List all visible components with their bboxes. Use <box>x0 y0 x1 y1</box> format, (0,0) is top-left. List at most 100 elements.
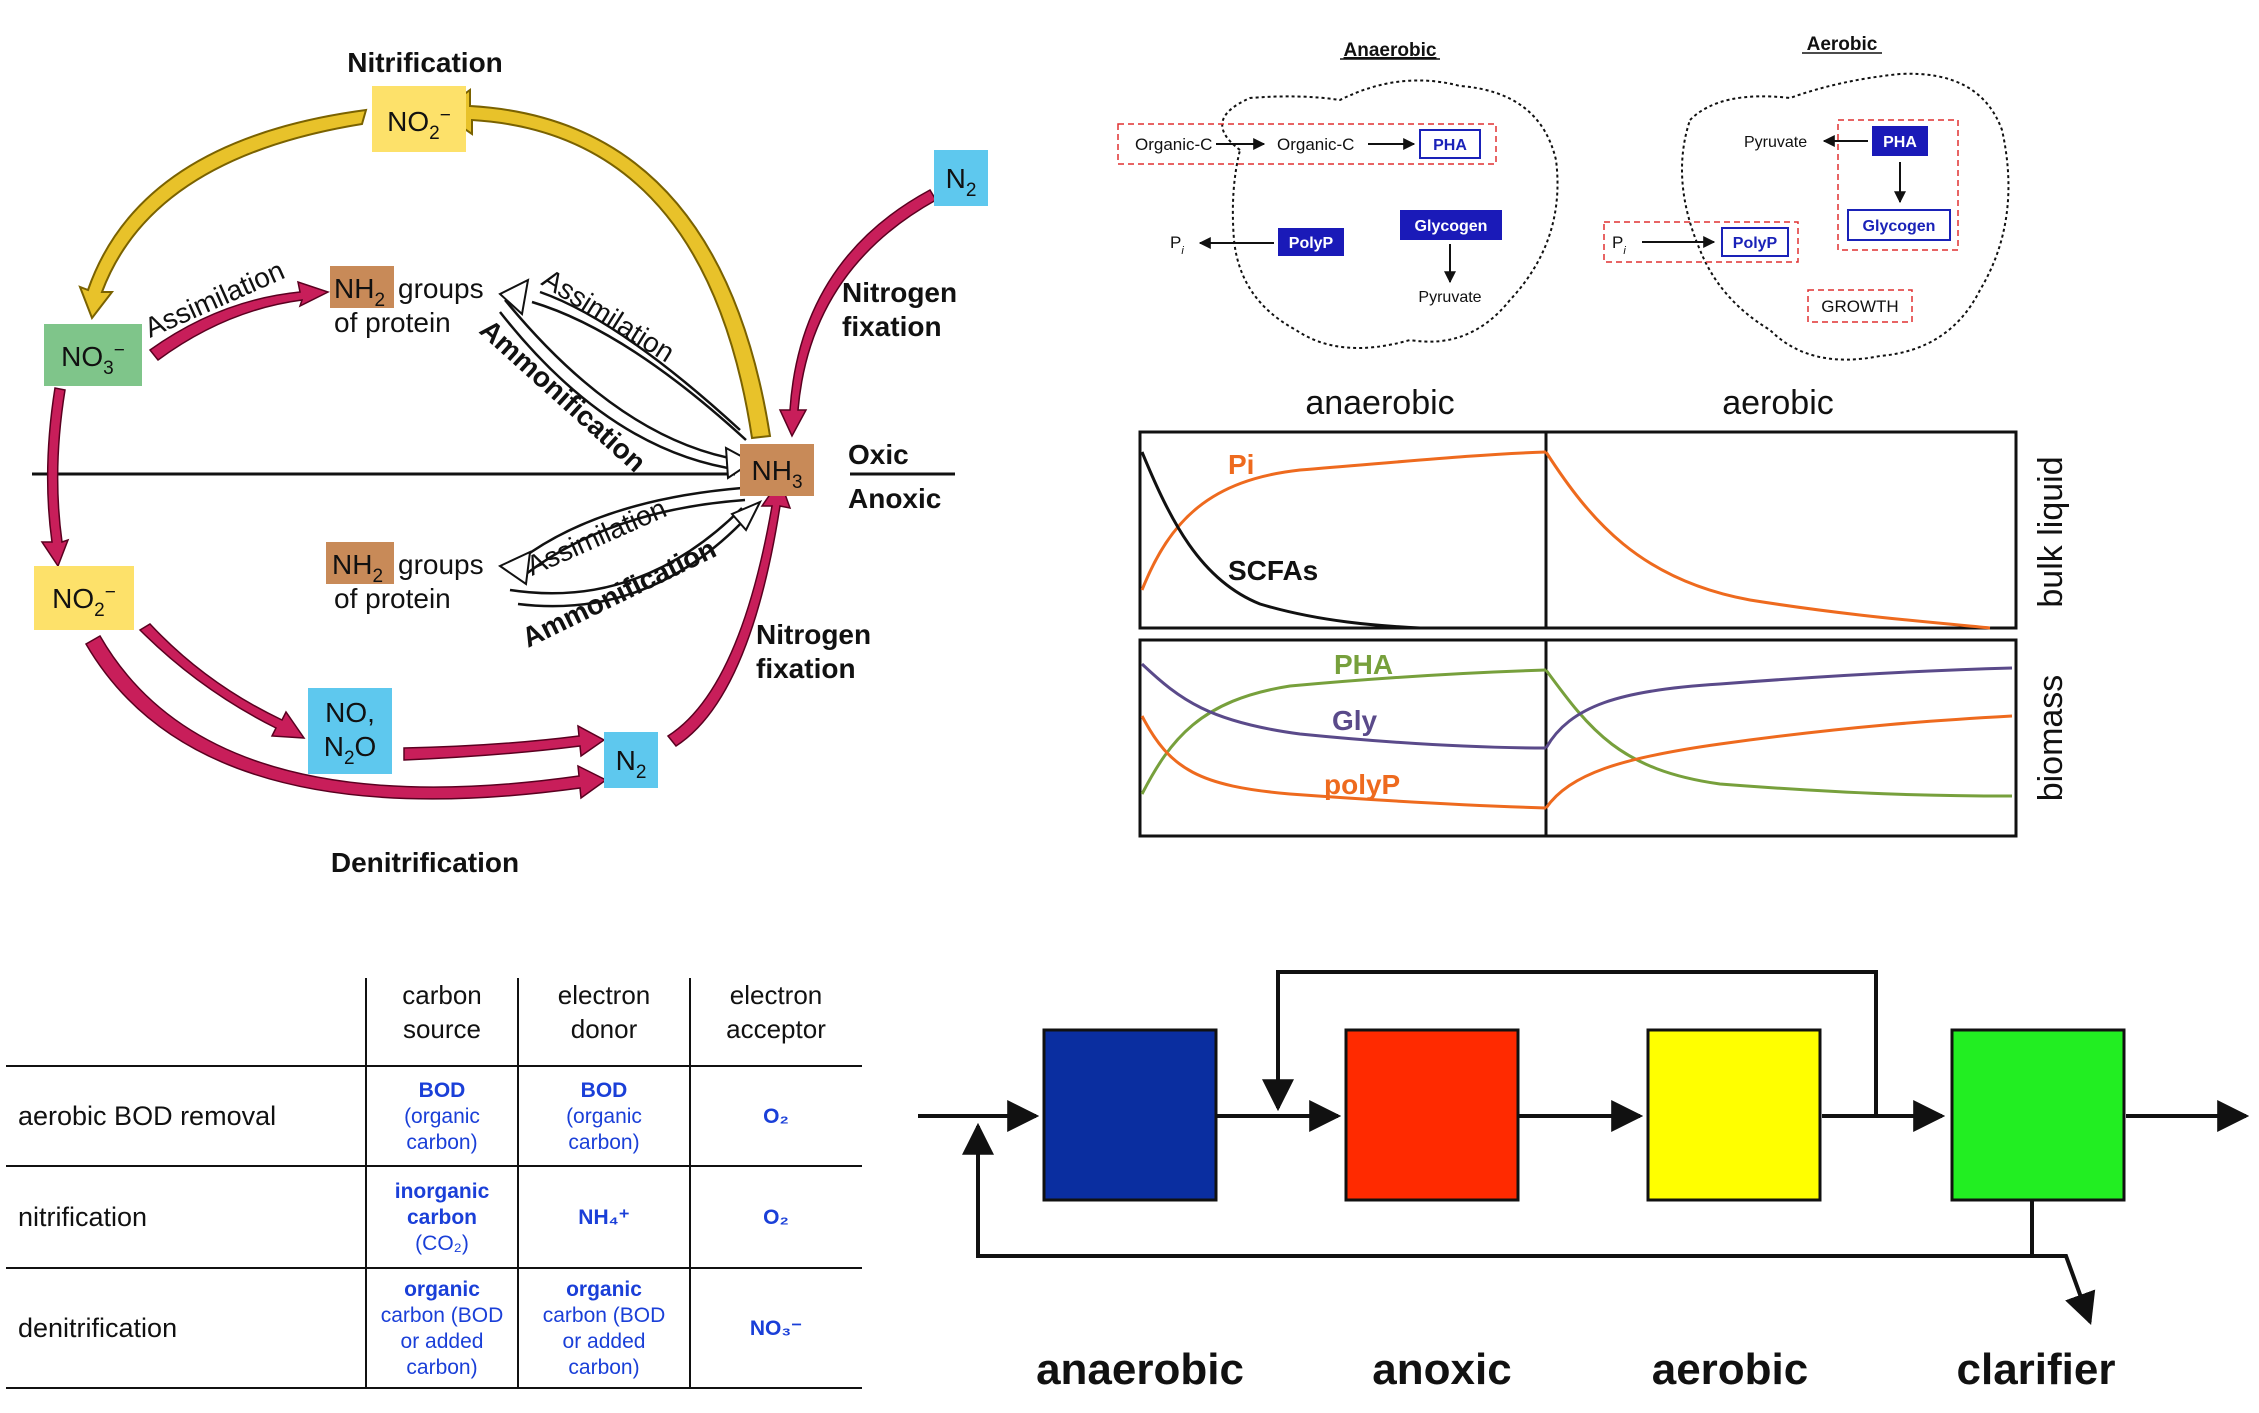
arrow-assimilation-top <box>539 290 741 431</box>
stage-box-anaerobic <box>1042 1028 1218 1202</box>
pha-box-anaerobic <box>1419 129 1481 159</box>
polyp-box-anaerobic <box>1278 228 1344 256</box>
n2-box-bottom <box>604 732 658 788</box>
nitrification-title: Nitrification <box>347 47 503 78</box>
pi-series-label: Pi <box>1228 449 1254 480</box>
pao-cell-diagrams: Anaerobic Aerobic Organic-C Organic-C PH… <box>1117 34 2010 361</box>
gly-series-label: Gly <box>1332 705 1378 736</box>
table-cell: carbon) <box>406 1131 477 1154</box>
polyp-label-anaerobic: PolyP <box>1289 235 1334 252</box>
table-row-label: nitrification <box>18 1202 147 1232</box>
table-header-1-0: electron <box>558 980 651 1010</box>
arrow-no3-to-no2 <box>40 387 70 568</box>
nh2-box-bottom <box>326 542 394 584</box>
pha-curve-anaerobic <box>1140 668 1547 795</box>
polyp-label-aerobic: PolyP <box>1733 235 1778 252</box>
table-header-2-1: acceptor <box>726 1014 826 1044</box>
table-cell: (organic <box>404 1105 480 1128</box>
nitrogen-cycle-diagram: NO2− NO3− NO2− NH3 N2 NO, N2O N2 NH2 gro… <box>32 47 988 878</box>
arrow-fixation-top <box>778 188 938 438</box>
table-header-0-1: source <box>403 1014 481 1044</box>
no3-box <box>44 324 142 386</box>
no-n2o-box <box>308 688 392 774</box>
no2-box-bottom <box>34 566 134 630</box>
pha-label-aerobic: PHA <box>1883 134 1917 151</box>
glycogen-label-aerobic: Glycogen <box>1863 218 1936 235</box>
nitrogen-fixation-bottom-1: Nitrogen <box>756 619 871 650</box>
table-cell: (CO₂) <box>415 1232 469 1255</box>
scfas-series-label: SCFAs <box>1228 555 1318 586</box>
glycogen-label-anaerobic: Glycogen <box>1415 218 1488 235</box>
bulk-liquid-label: bulk liquid <box>2032 456 2070 607</box>
pi-aerobic: Pi <box>1612 233 1626 257</box>
table-cell: carbon <box>407 1206 477 1229</box>
table-cell: carbon (BOD <box>381 1304 504 1327</box>
aerobic-cell-membrane <box>1681 72 2010 361</box>
anaerobic-cell-title: Anaerobic <box>1344 40 1437 61</box>
pyruvate-aerobic: Pyruvate <box>1744 134 1807 151</box>
pi-curve-aerobic <box>1544 451 1991 630</box>
gly-curve-aerobic <box>1544 666 2013 749</box>
table-cell: carbon) <box>568 1131 639 1154</box>
assimilation-label-top: Assimilation <box>537 263 680 368</box>
aerobic-uptake-box <box>1603 221 1799 263</box>
nitrogen-magenta-arrows <box>40 188 938 800</box>
arrow-no-to-n2 <box>403 724 606 761</box>
stage-label-aerobic: aerobic <box>1652 1345 1809 1394</box>
arrow-nh3-to-no2 <box>438 88 772 440</box>
pi-curve-anaerobic <box>1140 450 1547 591</box>
nh3-box <box>740 444 814 496</box>
bulk-liquid-panel <box>1138 430 2018 630</box>
table-cell: (organic <box>566 1105 642 1128</box>
growth-label: GROWTH <box>1821 297 1898 316</box>
table-row-label: aerobic BOD removal <box>18 1101 276 1131</box>
pha-label-anaerobic: PHA <box>1433 137 1467 154</box>
pyruvate-anaerobic: Pyruvate <box>1418 289 1481 306</box>
stage-label-anoxic: anoxic <box>1372 1345 1511 1394</box>
table-cell: NH₄⁺ <box>578 1206 629 1229</box>
nh2-groups-bottom: groups <box>398 549 484 580</box>
table-cell: carbon) <box>568 1356 639 1379</box>
nitrogen-fixation-top-2: fixation <box>842 311 942 342</box>
pi-anaerobic: Pi <box>1170 233 1184 257</box>
glycogen-box-aerobic <box>1847 209 1951 241</box>
waste-sludge-arrow <box>2024 1254 2096 1326</box>
nh2-box-top <box>330 266 394 308</box>
arrow-no2-to-no <box>138 623 306 739</box>
anaerobic-uptake-box <box>1117 123 1497 165</box>
polyp-series-label: polyP <box>1324 769 1400 800</box>
table-cell: carbon (BOD <box>543 1304 666 1327</box>
pha-curve-aerobic <box>1544 669 2013 798</box>
table-cell: organic <box>566 1278 642 1301</box>
phase-label-aerobic: aerobic <box>1722 384 1834 422</box>
nh2-protein-bottom: of protein <box>334 583 451 614</box>
table-cell: or added <box>401 1330 484 1353</box>
table-cell: O₂ <box>763 1105 789 1128</box>
stage-box-anoxic <box>1344 1028 1520 1202</box>
nitrogen-fixation-bottom-2: fixation <box>756 653 856 684</box>
organic-c-inside: Organic-C <box>1277 135 1354 154</box>
arrow-assimilation-no3 <box>148 280 330 362</box>
stage-box-aerobic <box>1646 1028 1822 1202</box>
scfas-curve <box>1140 451 1421 630</box>
stage-box-clarifier <box>1950 1028 2126 1202</box>
nh2-groups-top: groups <box>398 273 484 304</box>
polyp-curve-anaerobic <box>1140 715 1547 810</box>
glycogen-box-anaerobic <box>1400 210 1502 240</box>
return-sludge-arrow <box>962 1122 2034 1258</box>
table-cell: or added <box>563 1330 646 1353</box>
table-cell: NO₃⁻ <box>750 1317 802 1340</box>
aerobic-cell-title: Aerobic <box>1807 34 1878 55</box>
nitrogen-fixation-top-1: Nitrogen <box>842 277 957 308</box>
phase-label-anaerobic: anaerobic <box>1305 384 1454 422</box>
pha-box-aerobic <box>1872 126 1928 156</box>
oxic-label: Oxic <box>848 439 909 470</box>
arrow-no2-to-no3 <box>78 108 368 321</box>
table-cell: BOD <box>419 1079 466 1102</box>
table-cell: BOD <box>581 1079 628 1102</box>
biomass-label: biomass <box>2032 675 2070 802</box>
stage-label-clarifier: clarifier <box>1957 1345 2116 1394</box>
polyp-curve-aerobic <box>1544 714 2013 809</box>
